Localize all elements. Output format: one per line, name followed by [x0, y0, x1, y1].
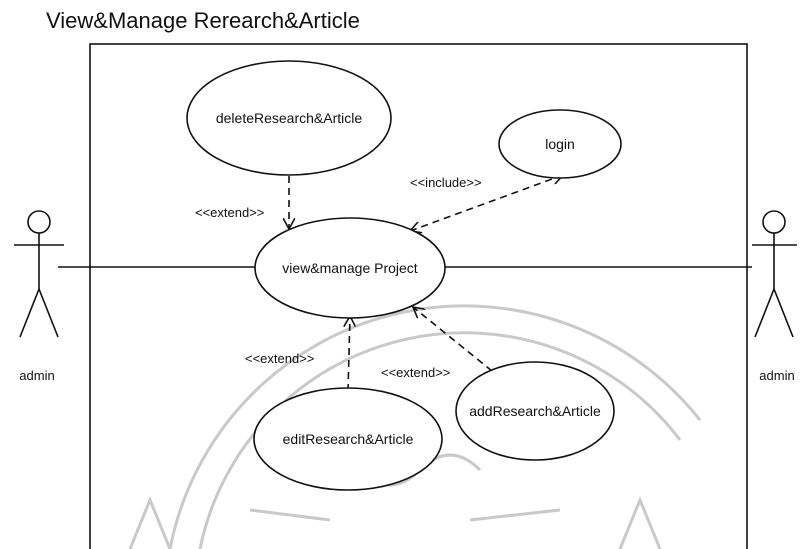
diagram-title: View&Manage Rerearch&Article: [46, 8, 360, 33]
extend-delete-label: <<extend>>: [195, 205, 264, 220]
include-login-label: <<include>>: [410, 175, 482, 190]
admin-actor-left: admin: [14, 210, 64, 383]
extend-edit-label: <<extend>>: [245, 351, 314, 366]
admin-actor-right: admin: [752, 210, 797, 383]
extend-add-label: <<extend>>: [381, 365, 450, 380]
system-boundary: [89, 43, 748, 549]
extend-add-arrow: [413, 307, 493, 372]
actor-head-icon: [27, 210, 51, 234]
use-case-edit[interactable]: editResearch&Article: [253, 387, 443, 491]
actor-head-icon: [762, 210, 786, 234]
actor-label-right: admin: [759, 368, 794, 383]
use-case-view-manage-label: view&manage Project: [282, 260, 418, 276]
use-case-login-label: login: [545, 136, 575, 152]
use-case-view-manage-project[interactable]: view&manage Project: [254, 217, 446, 319]
use-case-add[interactable]: addResearch&Article: [455, 361, 615, 461]
use-case-add-label: addResearch&Article: [469, 403, 601, 419]
include-login-arrow: [410, 175, 563, 231]
use-case-delete-label: deleteResearch&Article: [216, 110, 363, 126]
actor-label-left: admin: [19, 368, 54, 383]
extend-edit-arrow: [348, 316, 350, 392]
use-case-delete[interactable]: deleteResearch&Article: [186, 60, 392, 176]
use-case-login[interactable]: login: [498, 109, 622, 179]
use-case-edit-label: editResearch&Article: [283, 431, 414, 447]
